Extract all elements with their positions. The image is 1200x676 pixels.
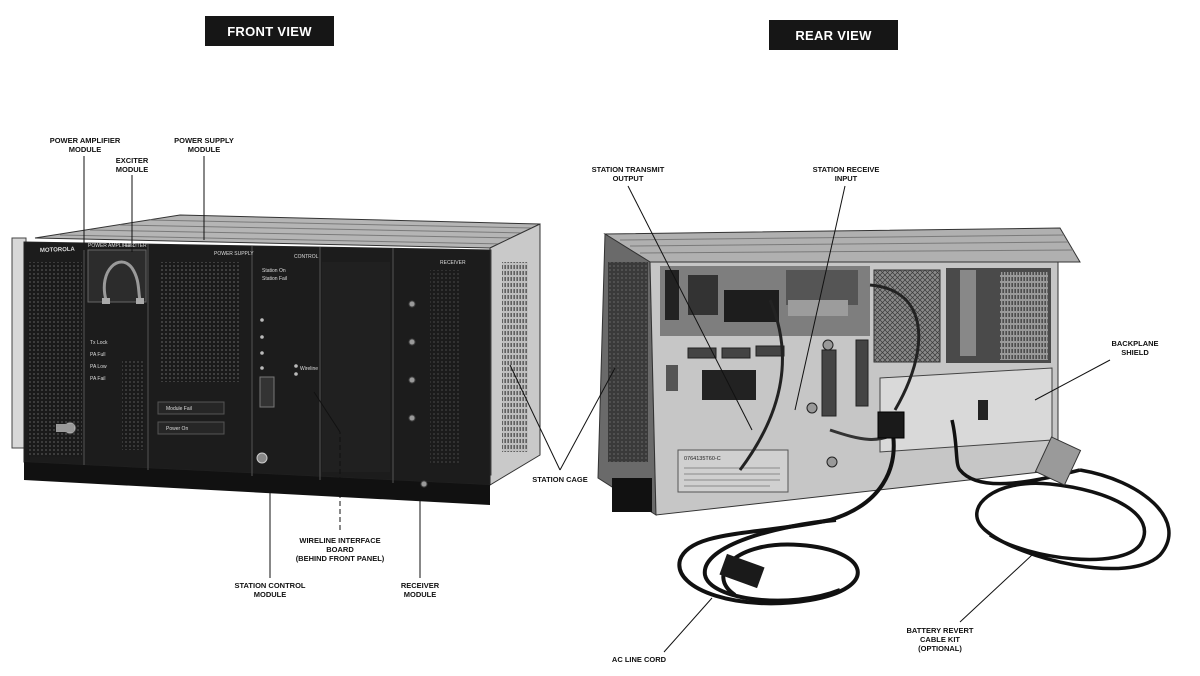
leader-transmit-output [627,185,753,431]
rear-part-number: 0764135T60-C [684,456,721,462]
rear-station-unit: 0764135T60-C [597,227,1171,606]
label-battery-revert-cable-kit: BATTERY REVERT CABLE KIT (OPTIONAL) [906,626,974,653]
leader-lines [83,156,1111,653]
leader-wireline-angle [313,391,341,433]
label-exciter-module: EXCITER MODULE [115,156,149,174]
pa-full-text: PA Full [90,352,105,358]
leader-station-cage-front [509,364,561,471]
leader-receive-input [794,185,846,411]
leader-battery-revert [959,554,1033,623]
backplane-shield [879,367,1053,453]
label-wireline-interface-board: WIRELINE INTERFACE BOARD (BEHIND FRONT P… [295,536,385,563]
label-station-transmit-output: STATION TRANSMIT OUTPUT [591,165,665,183]
exciter-panel-label: EXCITER [125,243,147,249]
label-power-amplifier-module: POWER AMPLIFIER MODULE [49,136,121,154]
station-fail-text: Station Fail [262,276,287,282]
ac-line-cord [677,427,896,606]
tx-lock-text: Tx Lock [90,340,108,346]
rear-cage-top [603,227,1081,263]
label-station-cage: STATION CAGE [532,475,588,484]
power-supply-panel-label: POWER SUPPLY [214,251,254,257]
battery-revert-cable [950,419,1171,571]
leader-station-cage-rear [559,367,616,471]
power-on-text: Power On [166,426,188,432]
front-view-title: FRONT VIEW [205,16,334,46]
rear-view-title: REAR VIEW [769,20,898,50]
pa-panel-label: POWER AMPLIFIER [88,243,135,249]
label-backplane-shield: BACKPLANE SHIELD [1111,339,1159,357]
leader-backplane-shield [1034,359,1111,401]
station-on-text: Station On [262,268,286,274]
control-panel-label: CONTROL [294,254,319,260]
module-fail-text: Module Fail [166,406,192,412]
pa-fail-text: PA Fail [90,376,105,382]
label-power-supply-module: POWER SUPPLY MODULE [174,136,234,154]
wireline-text: Wireline [300,366,318,372]
label-station-control-module: STATION CONTROL MODULE [234,581,306,599]
receiver-panel-label: RECEIVER [440,260,466,266]
motorola-logo-text: MOTOROLA [40,247,76,254]
label-station-receive-input: STATION RECEIVE INPUT [812,165,880,183]
leader-ac-line-cord [663,597,713,653]
label-receiver-module: RECEIVER MODULE [400,581,440,599]
front-station-unit: MOTOROLA POWER AMPLIFIER EXCITER POWER S… [11,214,541,505]
pa-low-text: PA Low [90,364,107,370]
label-ac-line-cord: AC LINE CORD [611,655,667,664]
